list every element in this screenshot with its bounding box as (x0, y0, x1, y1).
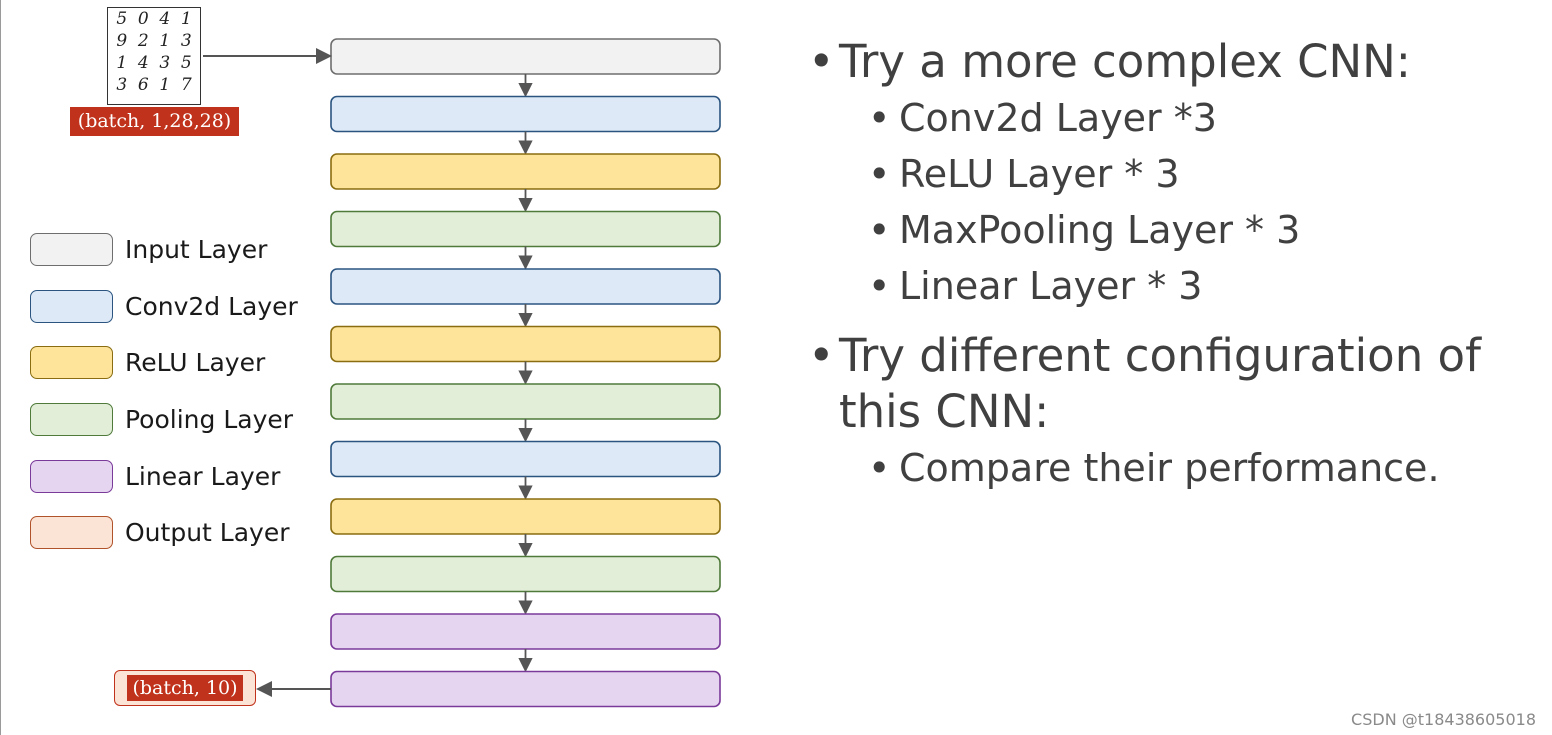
bullet-item: • Try a more complex CNN: (808, 34, 1528, 90)
legend-swatch-relu (30, 345, 113, 379)
sub-bullet-item: • Conv2d Layer *3 (808, 90, 1528, 146)
legend-label: Output Layer (125, 517, 290, 547)
mnist-digit: 9 (116, 31, 128, 51)
layer-block-conv (330, 268, 721, 305)
layer-block-input (330, 38, 721, 75)
input-shape-tag: (batch, 1,28,28) (70, 107, 239, 136)
layer-block-pool (330, 210, 721, 248)
sub-bullet-item: • ReLU Layer * 3 (808, 146, 1528, 202)
layer-block-relu (330, 153, 721, 190)
mnist-digit: 1 (180, 9, 192, 29)
mnist-row: 1 4 3 5 (108, 52, 200, 74)
bullet-text: this CNN: (839, 385, 1050, 438)
mnist-digit: 7 (180, 75, 192, 95)
mnist-digit: 1 (159, 75, 171, 95)
sub-bullet-text: Conv2d Layer *3 (899, 96, 1217, 140)
sub-bullet-text: MaxPooling Layer * 3 (899, 208, 1301, 252)
legend-label: ReLU Layer (125, 347, 266, 377)
sub-bullet-text: Linear Layer * 3 (899, 264, 1203, 308)
bullet-text: Try a more complex CNN: (839, 35, 1411, 88)
layer-block-relu (330, 325, 721, 363)
mnist-digit: 2 (137, 31, 149, 51)
mnist-digit: 4 (159, 9, 171, 29)
legend-item-pooling: Pooling Layer (30, 402, 293, 436)
sub-bullet-item: • Linear Layer * 3 (808, 258, 1528, 314)
bullet-dot: • (808, 329, 835, 382)
bullet-dot: • (868, 264, 891, 308)
sub-bullet-item: • MaxPooling Layer * 3 (808, 202, 1528, 258)
legend-item-conv2d: Conv2d Layer (30, 289, 298, 323)
bullet-text: Try different configuration of (839, 329, 1481, 382)
sub-bullet-text: Compare their performance. (899, 446, 1440, 490)
legend-label: Conv2d Layer (125, 291, 298, 321)
mnist-digit: 3 (116, 75, 128, 95)
watermark: CSDN @t18438605018 (1351, 710, 1536, 729)
mnist-digit: 1 (116, 53, 128, 73)
bullet-dot: • (868, 208, 891, 252)
layer-block-conv (330, 95, 721, 133)
mnist-digit: 6 (137, 75, 149, 95)
legend-swatch-input (30, 232, 113, 266)
bullet-dot: • (868, 96, 891, 140)
bullet-dot: • (868, 152, 891, 196)
left-edge-rule (0, 0, 1, 735)
mnist-sample-image: 5 0 4 1 9 2 1 3 1 4 3 5 3 6 1 7 (107, 7, 201, 105)
legend-item-input: Input Layer (30, 232, 267, 266)
bullet-item: • Try different configuration of (808, 328, 1528, 384)
mnist-row: 5 0 4 1 (108, 8, 200, 30)
sub-bullet-text: ReLU Layer * 3 (899, 152, 1180, 196)
layer-block-linear (330, 613, 721, 650)
output-shape-tag: (batch, 10) (114, 670, 256, 706)
mnist-row: 9 2 1 3 (108, 30, 200, 52)
mnist-digit: 3 (180, 31, 192, 51)
mnist-digit: 3 (159, 53, 171, 73)
legend-swatch-pooling (30, 402, 113, 436)
layer-block-relu (330, 498, 721, 535)
mnist-digit: 0 (137, 9, 149, 29)
legend-item-relu: ReLU Layer (30, 345, 265, 379)
mnist-digit: 5 (180, 53, 192, 73)
legend-swatch-linear (30, 459, 113, 493)
layer-block-conv (330, 440, 721, 478)
legend-label: Pooling Layer (125, 404, 294, 434)
sub-bullet-item: • Compare their performance. (808, 440, 1528, 496)
bullet-dot: • (808, 35, 835, 88)
output-shape-label: (batch, 10) (127, 675, 243, 701)
cnn-layer-stack-diagram (203, 38, 721, 708)
mnist-row: 3 6 1 7 (108, 74, 200, 96)
legend-label: Input Layer (125, 234, 268, 264)
mnist-digit: 1 (159, 31, 171, 51)
bullet-item-continuation: this CNN: (808, 384, 1528, 440)
legend-swatch-output (30, 515, 113, 549)
bullet-list: • Try a more complex CNN: • Conv2d Layer… (808, 28, 1528, 496)
layer-block-pool (330, 383, 721, 420)
legend-item-linear: Linear Layer (30, 459, 280, 493)
mnist-digit: 5 (116, 9, 128, 29)
legend-swatch-conv2d (30, 289, 113, 323)
layer-block-pool (330, 555, 721, 593)
layer-block-linear (330, 670, 721, 708)
legend-label: Linear Layer (125, 461, 281, 491)
legend-item-output: Output Layer (30, 515, 290, 549)
bullet-dot: • (868, 446, 891, 490)
mnist-digit: 4 (137, 53, 149, 73)
